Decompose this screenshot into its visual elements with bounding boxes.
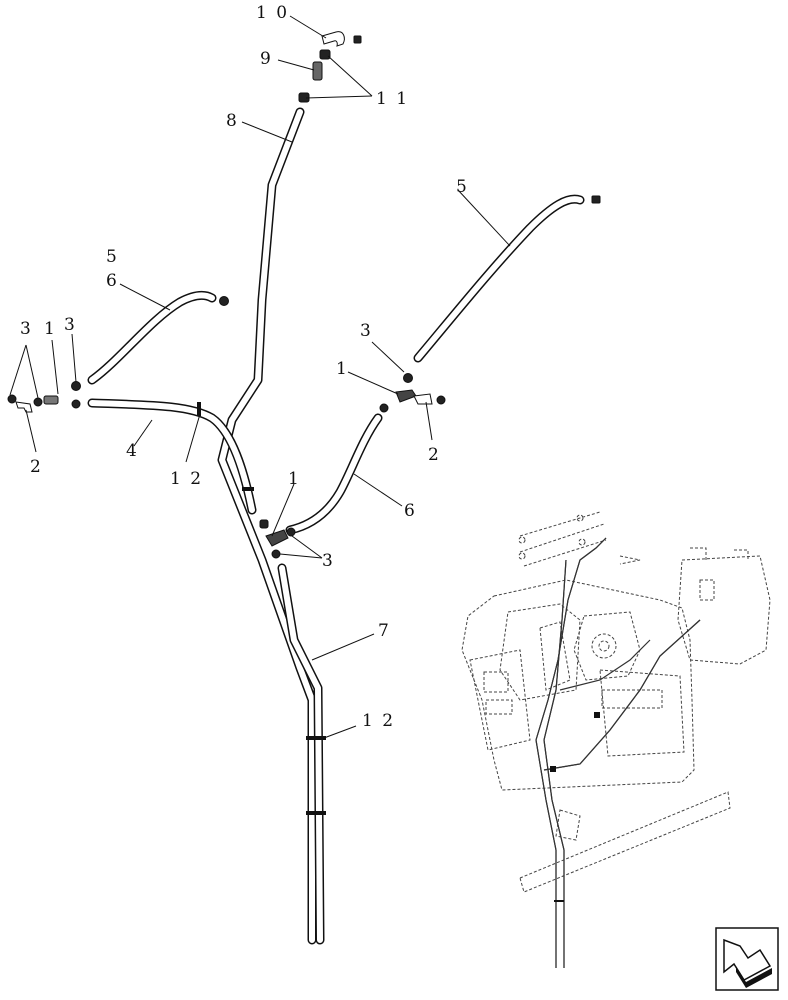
navigation-arrow-icon	[723, 938, 772, 988]
clamp-3-left-b	[33, 397, 43, 407]
callout-2-left: 2	[30, 457, 43, 477]
tee-fitting-1-left	[43, 395, 59, 405]
callout-3-left-a: 3	[20, 319, 33, 339]
clamp-3-middle-a	[286, 527, 296, 537]
callout-5-right: 5	[456, 177, 469, 197]
clamp-5-right-end	[591, 195, 601, 204]
callout-1-right: 1	[336, 359, 349, 379]
clamp-11-top	[319, 49, 331, 60]
callout-3-left-b: 3	[64, 315, 77, 335]
clamp-5-end	[219, 296, 229, 306]
elbow-fitting-2-left	[15, 401, 33, 413]
clamp-3-right	[403, 373, 413, 383]
clamp-3-left-c	[71, 381, 81, 391]
callout-5-left: 5	[106, 247, 119, 267]
hoses	[87, 107, 585, 945]
assembly-context-view	[461, 511, 771, 968]
callout-9: 9	[260, 49, 273, 69]
band-clip-12-upper	[197, 402, 201, 416]
callout-2-right: 2	[428, 445, 441, 465]
clamp-1-middle-top	[259, 519, 269, 529]
callout-labels: 1 0 9 1 1 8 5 5 6 3 3 1 2 4 1 2 3 1 2 6 …	[20, 3, 469, 731]
clamp-3-left-a	[7, 394, 17, 404]
callout-7: 7	[378, 621, 391, 641]
hose-5-right	[413, 194, 585, 363]
hose-5-6-left	[87, 290, 217, 385]
callout-3-right: 3	[360, 321, 373, 341]
callout-10: 1 0	[256, 3, 289, 23]
connector-9	[312, 61, 323, 81]
leader-lines	[9, 15, 511, 739]
elbow-fitting-10	[321, 31, 345, 47]
clamp-10	[353, 35, 362, 44]
hose-6-right	[285, 413, 383, 535]
tee-fitting-1-right	[395, 389, 417, 403]
elbow-fitting-2-right	[413, 393, 433, 405]
callout-3-middle: 3	[322, 551, 335, 571]
clamp-3-left-d	[71, 399, 81, 409]
band-clip-12-bottom	[306, 811, 326, 815]
clamp-6-right	[379, 403, 389, 413]
callout-6-left: 6	[106, 271, 119, 291]
callout-6-right: 6	[404, 501, 417, 521]
hose-4	[87, 398, 257, 515]
band-clip-12-lower	[306, 736, 326, 740]
callout-1-middle: 1	[288, 469, 301, 489]
clamp-3-middle-b	[271, 549, 281, 559]
band-clip-12-middle	[242, 487, 254, 491]
fittings	[7, 31, 601, 815]
callout-11: 1 1	[376, 89, 409, 109]
callout-12-lower: 1 2	[362, 711, 395, 731]
callout-8: 8	[226, 111, 239, 131]
callout-12-upper: 1 2	[170, 469, 203, 489]
navigation-arrow-button[interactable]	[715, 927, 779, 991]
callout-4: 4	[126, 441, 139, 461]
clamp-2-right	[436, 395, 446, 405]
tee-fitting-1-middle	[265, 529, 289, 547]
callout-1-left: 1	[44, 319, 57, 339]
